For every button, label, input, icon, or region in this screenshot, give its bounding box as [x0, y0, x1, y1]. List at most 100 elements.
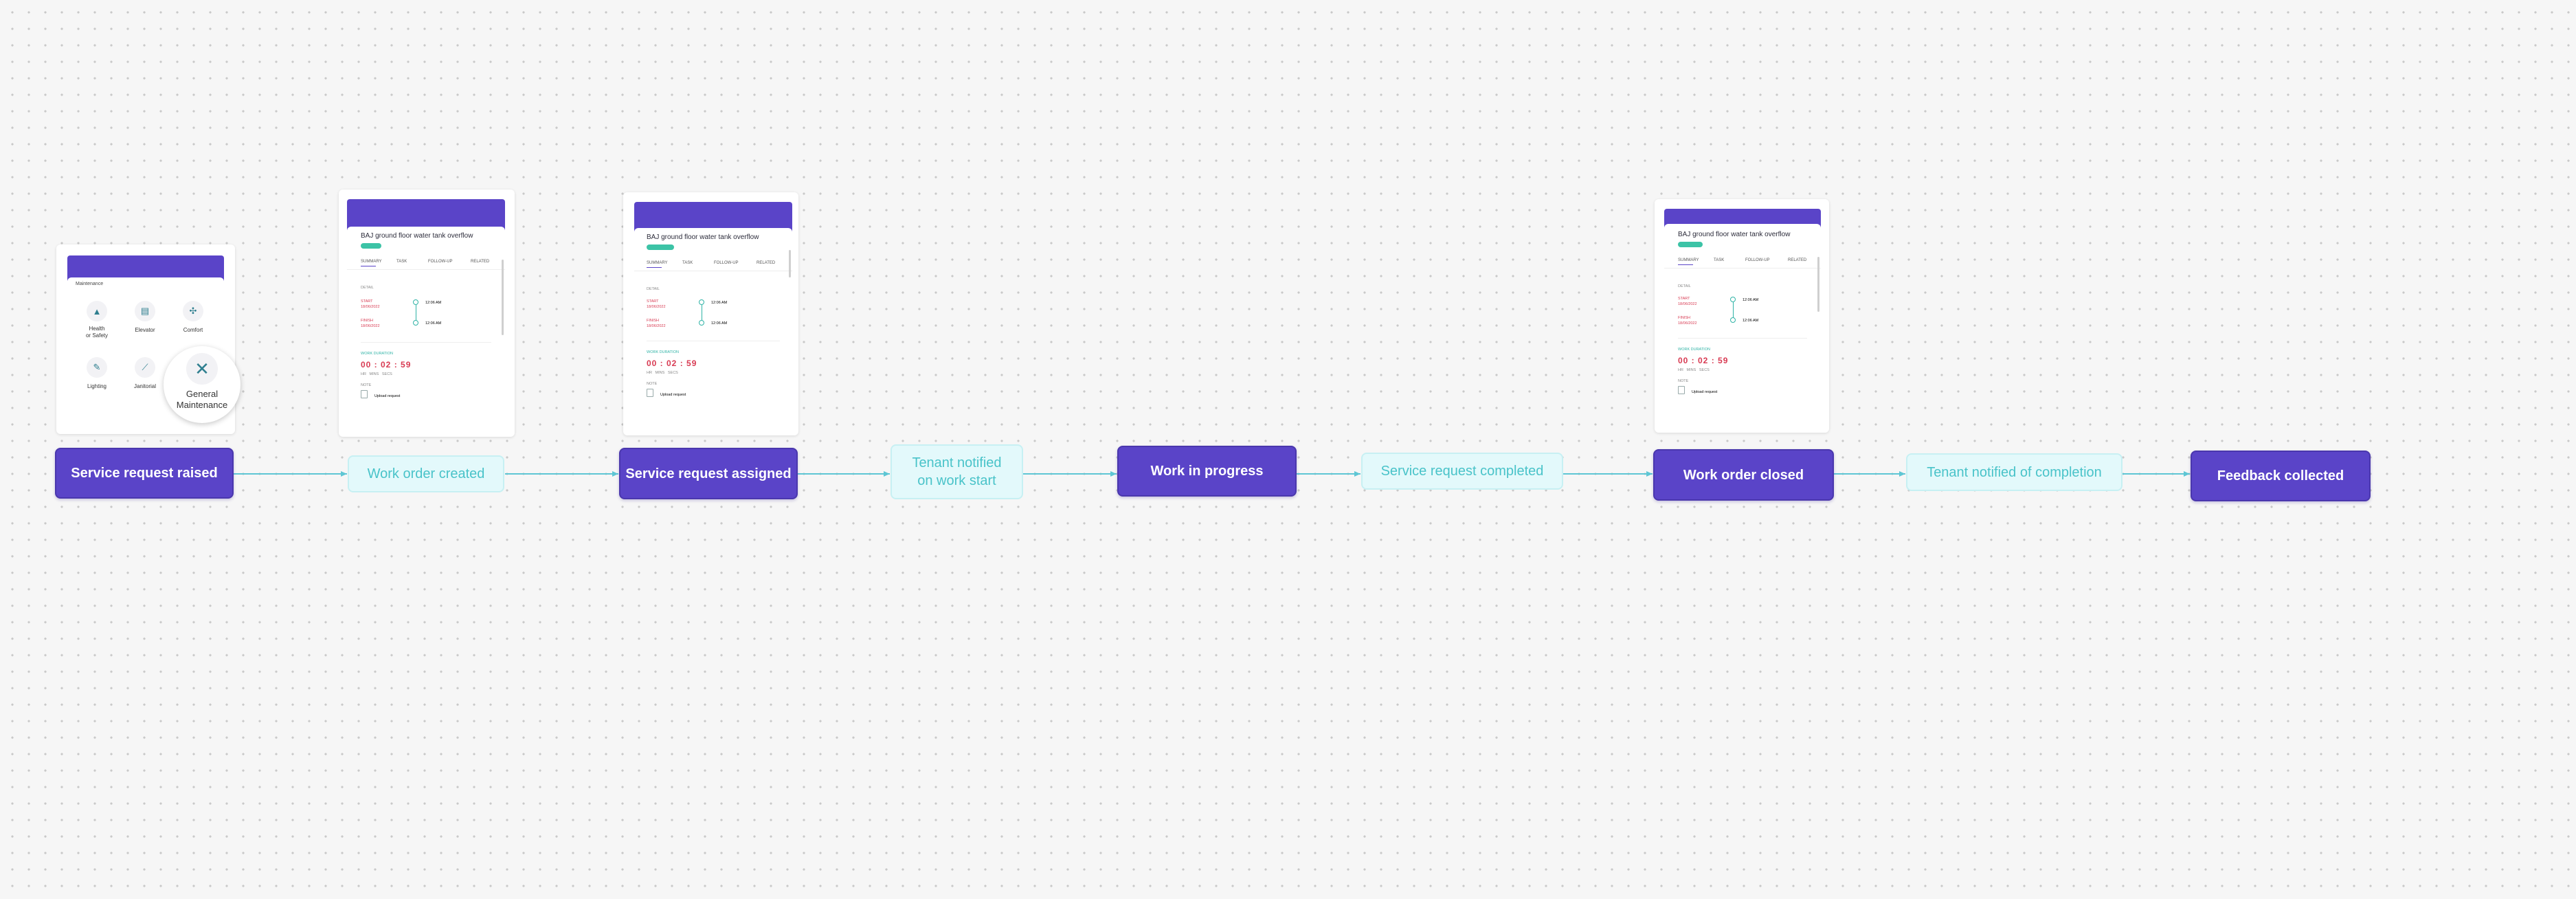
- step-service-request-completed[interactable]: Service request completed: [1361, 453, 1563, 490]
- duration-label: WORK DURATION: [647, 350, 679, 354]
- divider: [347, 269, 505, 270]
- finish-date: 18/06/2022: [647, 324, 666, 328]
- timeline-line: [1732, 302, 1734, 317]
- start-marker: [413, 299, 418, 305]
- maintenance-header: Maintenance: [76, 282, 104, 286]
- duration-label: WORK DURATION: [361, 352, 393, 356]
- category-label: Health or Safety: [85, 326, 108, 339]
- attachment-caption: Upload request: [660, 393, 686, 397]
- category-label: Comfort: [183, 327, 203, 333]
- closed-screenshot-card: BAJ ground floor water tank overflow SUM…: [1655, 199, 1829, 433]
- phone-sheet: BAJ ground floor water tank overflow SUM…: [347, 227, 505, 427]
- tab-follow-up[interactable]: FOLLOW-UP: [428, 260, 453, 264]
- category-label: Elevator: [135, 327, 155, 333]
- divider: [1678, 338, 1807, 339]
- timer-units: HR MINS SECS: [361, 372, 392, 376]
- tab-task[interactable]: TASK: [1714, 258, 1725, 262]
- start-label: START: [1678, 297, 1690, 301]
- assigned-phone: BAJ ground floor water tank overflow SUM…: [634, 202, 792, 426]
- step-work-order-created[interactable]: Work order created: [348, 455, 504, 492]
- finish-marker: [699, 320, 704, 326]
- step-tenant-notified-start[interactable]: Tenant notified on work start: [891, 444, 1023, 499]
- section-label: DETAIL: [647, 287, 660, 291]
- warning-icon[interactable]: ▲: [87, 301, 107, 321]
- step-tenant-notified-completion[interactable]: Tenant notified of completion: [1906, 453, 2123, 491]
- start-date: 18/06/2022: [647, 305, 666, 309]
- scrollbar[interactable]: [789, 250, 791, 277]
- category-label: Lighting: [87, 383, 107, 389]
- highlight-label: General Maintenance: [176, 389, 228, 411]
- duration-label: WORK DURATION: [1678, 348, 1710, 352]
- tab-related[interactable]: RELATED: [471, 260, 490, 264]
- attachment-caption: Upload request: [374, 394, 401, 398]
- start-time: 12:06 AM: [1743, 298, 1759, 302]
- status-badge: [361, 243, 381, 249]
- work-order-phone: BAJ ground floor water tank overflow SUM…: [347, 199, 505, 427]
- step-feedback-collected[interactable]: Feedback collected: [2191, 451, 2371, 501]
- category-label: Janitorial: [133, 383, 156, 389]
- scrollbar[interactable]: [1817, 257, 1819, 312]
- tab-summary[interactable]: SUMMARY: [647, 261, 668, 265]
- start-label: START: [361, 299, 373, 304]
- finish-label: FINISH: [647, 319, 660, 323]
- maintenance-screenshot-card: Maintenance ▲ Health or Safety ▤ Elevato…: [56, 244, 240, 434]
- tab-related[interactable]: RELATED: [1788, 258, 1807, 262]
- finish-label: FINISH: [1678, 316, 1691, 320]
- status-badge: [1678, 242, 1703, 247]
- section-label: DETAIL: [361, 286, 374, 290]
- finish-time: 12:06 AM: [425, 321, 442, 326]
- tab-task[interactable]: TASK: [682, 261, 693, 265]
- step-work-in-progress[interactable]: Work in progress: [1117, 446, 1297, 497]
- duration-timer: 00 : 02 : 59: [647, 359, 697, 368]
- step-work-order-closed[interactable]: Work order closed: [1653, 449, 1834, 501]
- start-marker: [699, 299, 704, 305]
- step-service-request-assigned[interactable]: Service request assigned: [619, 448, 798, 499]
- document-icon[interactable]: [361, 390, 368, 398]
- finish-time: 12:06 AM: [1743, 319, 1759, 323]
- timer-units: HR MINS SECS: [647, 371, 678, 375]
- scrollbar[interactable]: [502, 260, 504, 335]
- closed-phone: BAJ ground floor water tank overflow SUM…: [1664, 209, 1821, 423]
- attachment-caption: Upload request: [1692, 390, 1718, 394]
- tab-follow-up[interactable]: FOLLOW-UP: [714, 261, 739, 265]
- tab-summary[interactable]: SUMMARY: [1678, 258, 1699, 262]
- broom-icon[interactable]: ⟋: [135, 357, 155, 378]
- start-time: 12:06 AM: [425, 301, 442, 305]
- duration-timer: 00 : 02 : 59: [361, 360, 412, 369]
- work-order-screenshot-card: BAJ ground floor water tank overflow SUM…: [339, 190, 515, 437]
- tab-underline: [647, 267, 662, 268]
- finish-marker: [413, 320, 418, 326]
- tab-underline: [1678, 264, 1693, 265]
- assigned-screenshot-card: BAJ ground floor water tank overflow SUM…: [623, 192, 798, 435]
- tab-summary[interactable]: SUMMARY: [361, 260, 382, 264]
- divider: [1664, 268, 1821, 269]
- tab-related[interactable]: RELATED: [757, 261, 776, 265]
- phone-sheet: BAJ ground floor water tank overflow SUM…: [1664, 224, 1821, 423]
- lightbulb-icon[interactable]: ✎: [87, 357, 107, 378]
- attachment-label: NOTE: [1678, 379, 1689, 383]
- timer-units: HR MINS SECS: [1678, 368, 1710, 372]
- divider: [361, 342, 491, 343]
- tab-task[interactable]: TASK: [396, 260, 407, 264]
- document-icon[interactable]: [647, 389, 653, 397]
- step-service-request-raised[interactable]: Service request raised: [55, 448, 234, 499]
- fan-icon[interactable]: ✣: [183, 301, 203, 321]
- tab-follow-up[interactable]: FOLLOW-UP: [1745, 258, 1770, 262]
- finish-date: 18/06/2022: [1678, 321, 1697, 326]
- status-badge: [647, 244, 674, 250]
- duration-timer: 00 : 02 : 59: [1678, 356, 1729, 365]
- elevator-icon[interactable]: ▤: [135, 301, 155, 321]
- start-label: START: [647, 299, 659, 304]
- start-date: 18/06/2022: [361, 305, 380, 309]
- work-order-title: BAJ ground floor water tank overflow: [361, 232, 473, 240]
- document-icon[interactable]: [1678, 386, 1685, 394]
- start-marker: [1730, 297, 1736, 302]
- work-order-title: BAJ ground floor water tank overflow: [647, 234, 759, 241]
- tools-icon: ✕: [186, 353, 218, 385]
- attachment-label: NOTE: [361, 383, 372, 387]
- finish-time: 12:06 AM: [711, 321, 728, 326]
- work-order-title: BAJ ground floor water tank overflow: [1678, 231, 1791, 238]
- start-date: 18/06/2022: [1678, 302, 1697, 306]
- general-maintenance-highlight[interactable]: ✕ General Maintenance: [164, 346, 240, 423]
